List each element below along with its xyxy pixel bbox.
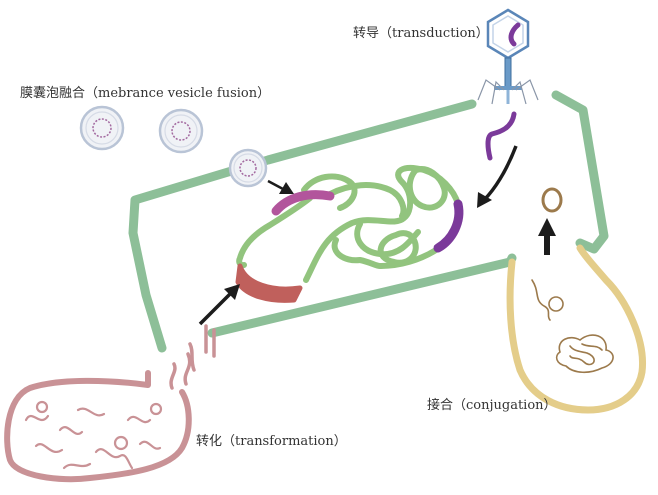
arrow-icon bbox=[477, 145, 518, 208]
label-conjugation: 接合（conjugation） bbox=[427, 398, 557, 413]
label-transduction: 转导（transduction） bbox=[353, 26, 489, 41]
membrane-vesicle-icon bbox=[158, 108, 204, 154]
donor-cell-dna-fragments bbox=[24, 400, 163, 470]
vesicle-dna-insert bbox=[271, 190, 335, 216]
bacteriophage-icon bbox=[477, 8, 539, 105]
phage-dna-injected bbox=[485, 111, 517, 161]
label-vesicle-fusion: 膜囊泡融合（mebrance vesicle fusion） bbox=[20, 86, 271, 101]
free-dna-fragments bbox=[169, 324, 216, 390]
transduced-dna-insert bbox=[433, 199, 464, 253]
label-transformation: 转化（transformation） bbox=[196, 434, 347, 449]
membrane-vesicle-icon bbox=[228, 148, 268, 188]
conjugation-dna bbox=[531, 187, 614, 374]
donor-cell-transformation bbox=[4, 370, 192, 483]
membrane-vesicle-icon bbox=[79, 105, 125, 151]
arrow-icon bbox=[267, 179, 294, 194]
chromosome bbox=[236, 164, 461, 283]
transformed-dna-insert bbox=[235, 263, 303, 303]
arrow-icon bbox=[198, 284, 240, 326]
donor-cell-conjugation bbox=[506, 244, 647, 414]
arrow-icon bbox=[538, 218, 556, 255]
